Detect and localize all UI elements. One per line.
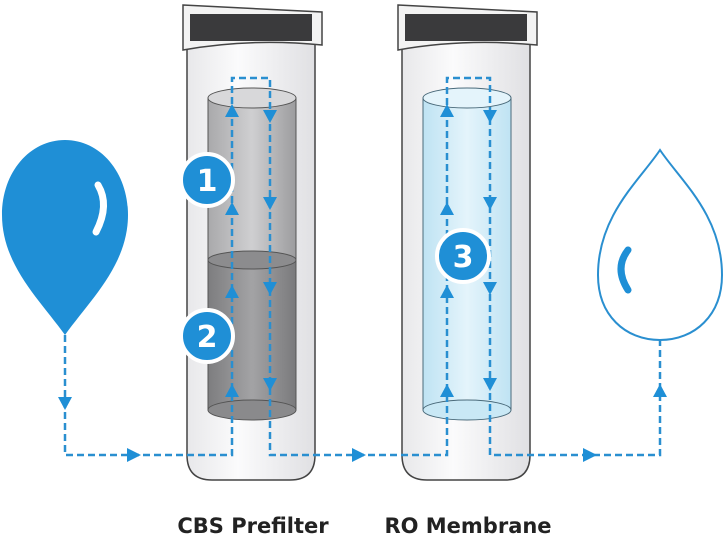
stage-badge-2: 2 — [179, 308, 235, 364]
arrow-down-icon — [483, 378, 497, 391]
svg-text:3: 3 — [453, 240, 474, 275]
arrow-up-icon — [225, 202, 239, 215]
ro-membrane-housing — [397, 4, 538, 481]
water-flow-path — [63, 76, 662, 457]
arrow-down-icon — [263, 197, 277, 210]
arrow-right-icon — [127, 448, 141, 462]
arrow-up-icon — [225, 285, 239, 298]
svg-text:2: 2 — [197, 320, 218, 355]
flow-arrows — [58, 104, 667, 462]
arrow-up-icon — [225, 384, 239, 397]
stage-badge-3: 3 — [435, 228, 491, 284]
drop-highlight — [617, 246, 632, 294]
arrow-up-icon — [225, 104, 239, 117]
arrow-down-icon — [483, 110, 497, 123]
arrow-right-icon — [583, 448, 597, 462]
tap-water-drop — [2, 140, 128, 335]
arrow-right-icon — [352, 448, 366, 462]
cbs-prefilter-label: CBS Prefilter — [177, 514, 329, 538]
arrow-up-icon — [440, 384, 454, 397]
arrow-up-icon — [440, 285, 454, 298]
arrow-down-icon — [263, 282, 277, 295]
cbs-prefilter-housing — [182, 4, 323, 481]
svg-text:1: 1 — [197, 164, 218, 199]
stage-badge-1: 1 — [179, 152, 235, 208]
arrow-down-icon — [483, 197, 497, 210]
clean-water-drop — [596, 148, 724, 342]
ro-membrane-label: RO Membrane — [384, 514, 552, 538]
arrow-down-icon — [58, 397, 72, 410]
arrow-up-icon — [440, 202, 454, 215]
arrow-up-icon — [653, 384, 667, 397]
arrow-down-icon — [483, 282, 497, 295]
drop-highlight — [92, 181, 107, 236]
arrow-down-icon — [263, 378, 277, 391]
arrow-up-icon — [440, 104, 454, 117]
arrow-down-icon — [263, 110, 277, 123]
